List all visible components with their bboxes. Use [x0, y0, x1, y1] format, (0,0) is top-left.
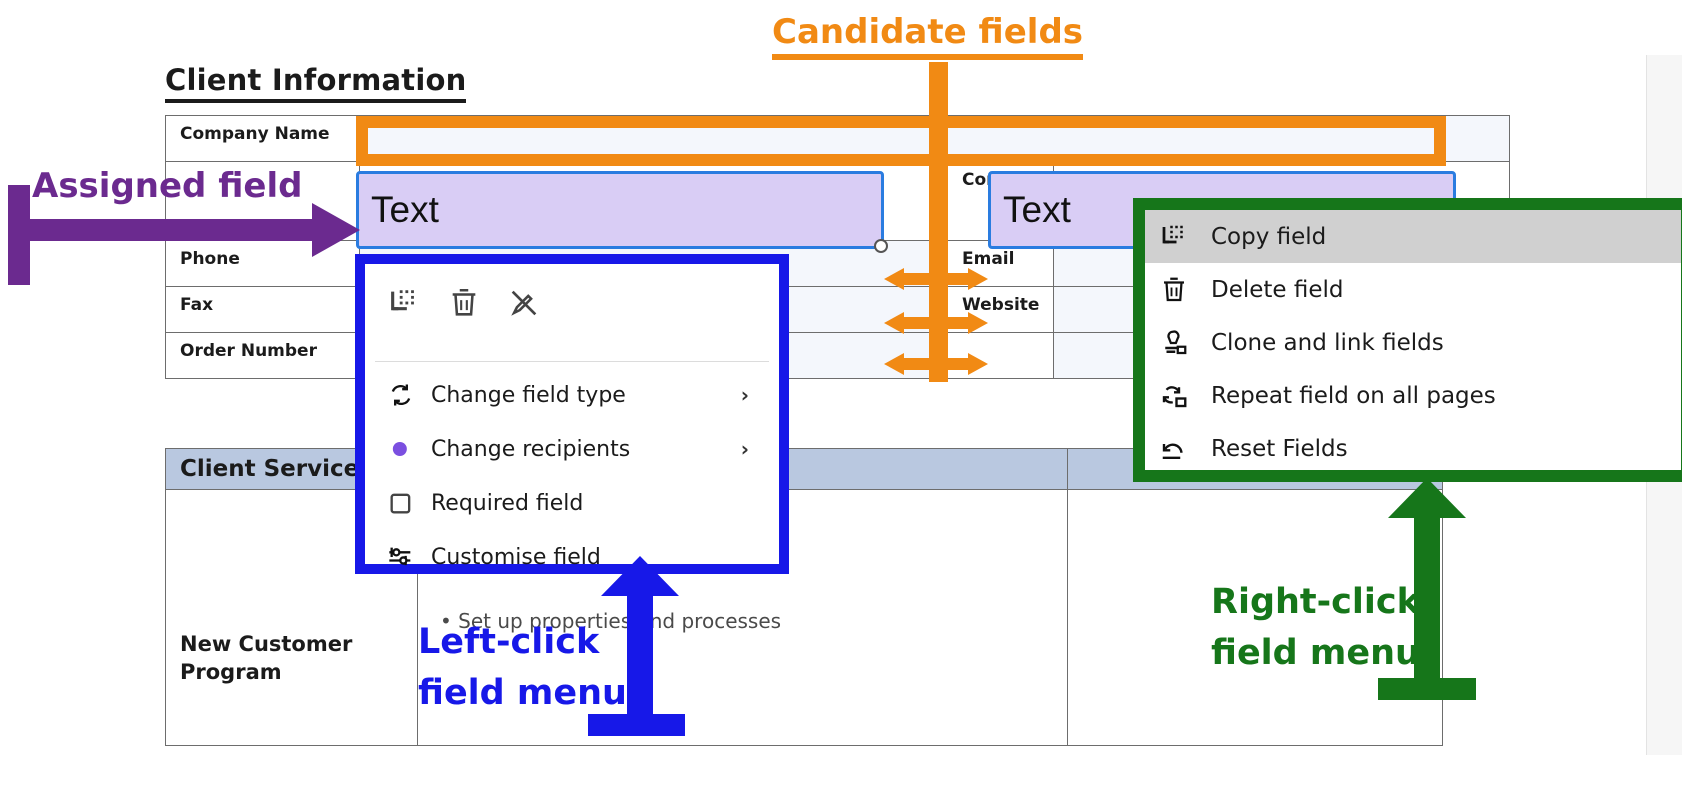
- checkbox-icon[interactable]: [387, 489, 431, 517]
- services-cell: • Set up properties and processes: [418, 490, 1068, 745]
- undo-icon: [1159, 434, 1211, 464]
- copy-field-icon[interactable]: [387, 286, 421, 320]
- menu-divider: [375, 361, 769, 362]
- left-click-annotation-arrow-stem: [627, 580, 653, 725]
- menu-item-clone-and-link-fields[interactable]: Clone and link fields: [1145, 316, 1681, 369]
- assigned-field-1[interactable]: Text: [356, 171, 884, 249]
- menu-item-customise-field[interactable]: Customise field: [365, 530, 779, 584]
- row-label-new-customer-program: New Customer Program: [180, 632, 353, 685]
- menu-item-label: Required field: [431, 490, 584, 516]
- row-label-cell: New Customer Program: [166, 490, 418, 745]
- left-click-annotation-arrow-foot: [588, 714, 685, 736]
- delete-field-icon[interactable]: [447, 286, 481, 320]
- copy-field-icon: [1159, 222, 1211, 252]
- refresh-icon: [387, 381, 431, 409]
- menu-item-label: Change recipients: [431, 436, 631, 462]
- field-label-phone: Phone: [180, 249, 240, 269]
- column-header-blank: [418, 449, 1068, 489]
- field-label-blank-2: [948, 333, 1053, 378]
- menu-item-label: Reset Fields: [1211, 435, 1348, 462]
- bullet-set-up-properties: • Set up properties and processes: [440, 609, 782, 633]
- menu-item-label: Clone and link fields: [1211, 329, 1444, 356]
- menu-item-label: Delete field: [1211, 276, 1344, 303]
- assigned-field-2-text: Text: [1003, 189, 1071, 230]
- column-divider: [1053, 333, 1054, 378]
- annotation-label-left-click-field-menu: Left-click field menu: [418, 617, 627, 719]
- left-click-menu-list: Change field type › Change recipients › …: [365, 368, 779, 584]
- menu-item-label: Customise field: [431, 544, 601, 570]
- sliders-icon: [387, 543, 431, 571]
- left-click-menu-toolbar: [365, 264, 779, 320]
- candidate-field-arrow-bottom: [884, 353, 988, 375]
- menu-item-repeat-field-on-all-pages[interactable]: Repeat field on all pages: [1145, 369, 1681, 422]
- page-title: Client Information: [165, 63, 467, 103]
- candidate-field-highlight-box: [356, 116, 1446, 166]
- menu-item-label: Repeat field on all pages: [1211, 382, 1496, 409]
- right-click-line-2: field menu: [1211, 632, 1420, 673]
- candidate-field-arrow-website: [884, 312, 988, 334]
- column-divider: [1053, 287, 1054, 332]
- annotation-label-candidate-fields: Candidate fields: [772, 12, 1084, 60]
- right-click-line-1: Right-click: [1211, 582, 1420, 622]
- field-resize-handle[interactable]: [874, 239, 888, 253]
- annotation-label-right-click-field-menu: Right-click field menu: [1211, 577, 1420, 679]
- menu-item-delete-field[interactable]: Delete field: [1145, 263, 1681, 316]
- menu-item-change-recipients[interactable]: Change recipients ›: [365, 422, 779, 476]
- left-click-line-1: Left-click: [418, 622, 600, 662]
- right-click-annotation-arrow-stem: [1414, 510, 1440, 700]
- field-label-website: Website: [948, 287, 1053, 332]
- assigned-field-arrow-head: [312, 203, 360, 257]
- menu-item-label: Change field type: [431, 382, 626, 408]
- annotation-label-assigned-field: Assigned field: [32, 166, 303, 206]
- recipient-dot-icon: [387, 435, 431, 463]
- candidate-fields-connector-line: [929, 62, 948, 382]
- field-label-fax: Fax: [180, 295, 214, 315]
- trash-icon: [1159, 275, 1211, 305]
- right-click-annotation-arrow-foot: [1378, 678, 1476, 700]
- chevron-right-icon: ›: [740, 437, 749, 461]
- menu-item-change-field-type[interactable]: Change field type ›: [365, 368, 779, 422]
- column-divider: [1053, 241, 1054, 286]
- candidate-field-arrow-email: [884, 268, 988, 290]
- menu-item-label: Copy field: [1211, 223, 1327, 250]
- left-click-field-menu[interactable]: Change field type › Change recipients › …: [355, 254, 789, 574]
- menu-item-required-field[interactable]: Required field: [365, 476, 779, 530]
- assigned-field-1-text: Text: [371, 189, 439, 230]
- repeat-icon: [1159, 381, 1211, 411]
- assigned-field-arrow-shaft: [8, 219, 318, 241]
- field-label-company-name: Company Name: [180, 124, 330, 144]
- chevron-right-icon: ›: [740, 383, 749, 407]
- menu-item-reset-fields[interactable]: Reset Fields: [1145, 422, 1681, 475]
- right-click-field-menu[interactable]: Copy field Delete field Clone and li: [1133, 198, 1682, 482]
- menu-item-copy-field[interactable]: Copy field: [1145, 210, 1681, 263]
- table-body-row: New Customer Program • Set up properties…: [166, 489, 1442, 745]
- stamp-icon: [1159, 328, 1211, 358]
- unassign-field-icon[interactable]: [507, 286, 541, 320]
- field-label-order-number: Order Number: [180, 341, 317, 361]
- left-click-line-2: field menu: [418, 672, 627, 713]
